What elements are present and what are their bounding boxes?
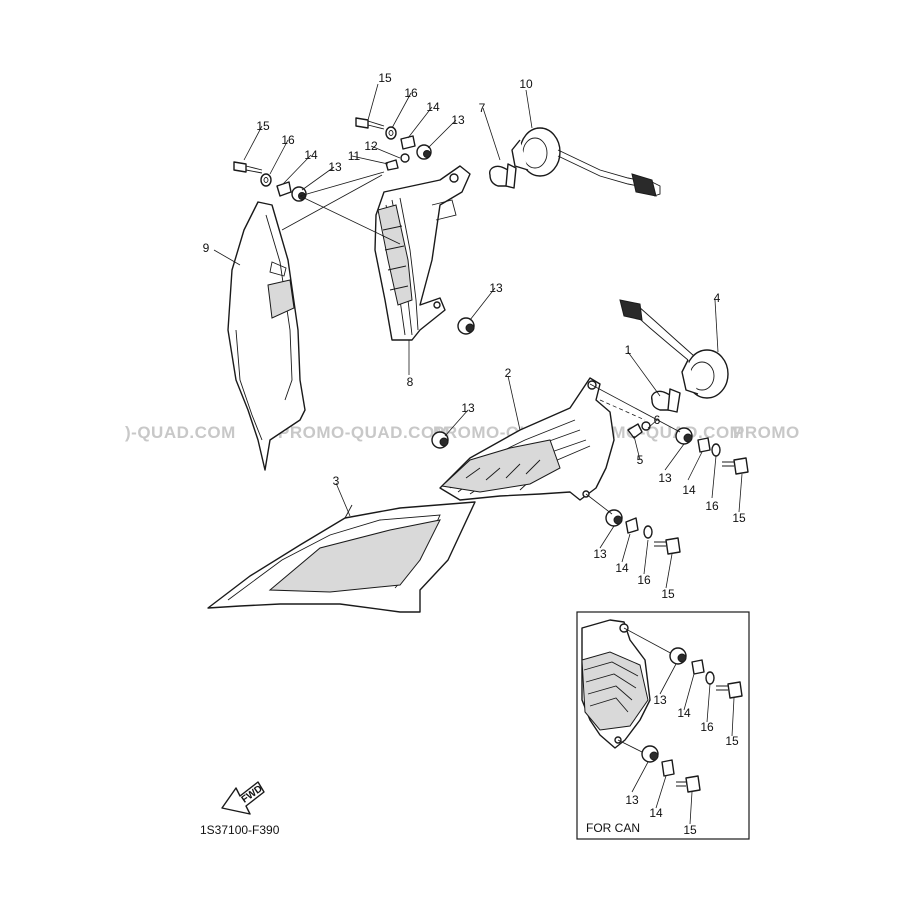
callout-9: 9: [203, 241, 210, 255]
callouts: 15 16 14 13 7 10 12 11 15 16 14 13 9 13 …: [203, 71, 746, 601]
callout-2: 2: [505, 366, 512, 380]
callout-13: 13: [593, 547, 607, 561]
callout-5: 5: [637, 453, 644, 467]
callout-13: 13: [328, 160, 342, 174]
leader-lines: [213, 83, 743, 589]
callout-13: 13: [461, 401, 475, 415]
watermark: )-QUAD.COM PROMO-QUAD.COM PROMO-QUAD.COM…: [125, 423, 800, 442]
callout-14: 14: [304, 148, 318, 162]
callout-14: 14: [649, 806, 663, 820]
callout-15: 15: [683, 823, 697, 837]
callout-16: 16: [281, 133, 295, 147]
upper-hardware: [233, 117, 475, 335]
callout-1: 1: [625, 343, 632, 357]
callout-8: 8: [407, 375, 414, 389]
part-code: 1S37100-F390: [200, 823, 280, 837]
callout-15: 15: [661, 587, 675, 601]
callout-13: 13: [489, 281, 503, 295]
callout-16: 16: [705, 499, 719, 513]
callout-12: 12: [364, 139, 378, 153]
part-3-cover: [207, 501, 476, 613]
watermark-text-5: PROMO: [733, 423, 800, 442]
part-9-cover: [227, 201, 306, 471]
part-2-lamp: [439, 377, 646, 501]
middle-hardware: [431, 421, 749, 555]
callout-16: 16: [637, 573, 651, 587]
callout-13: 13: [658, 471, 672, 485]
callout-11: 11: [348, 149, 361, 163]
watermark-text-2: PROMO-QUAD.COM: [278, 423, 449, 442]
inset-caption: FOR CAN: [586, 821, 640, 835]
callout-13: 13: [625, 793, 639, 807]
callout-15: 15: [378, 71, 392, 85]
callout-13: 13: [451, 113, 465, 127]
callout-15: 15: [725, 734, 739, 748]
fwd-arrow-icon: FWD: [221, 781, 265, 815]
callout-15: 15: [256, 119, 270, 133]
callout-10: 10: [519, 77, 533, 91]
part-10-socket: [511, 127, 661, 197]
part-7-bulb: [489, 163, 517, 189]
callout-13: 13: [653, 693, 667, 707]
callout-3: 3: [333, 474, 340, 488]
watermark-text-4: PROMO-QUAD.COM: [573, 423, 744, 442]
callout-4: 4: [714, 291, 721, 305]
callout-14: 14: [426, 100, 440, 114]
callout-6: 6: [654, 413, 661, 427]
callout-16: 16: [700, 720, 714, 734]
part-4-socket: [619, 299, 729, 399]
callout-15: 15: [732, 511, 746, 525]
callout-14: 14: [677, 706, 691, 720]
callout-16: 16: [404, 86, 418, 100]
part-1-bulb: [651, 388, 681, 413]
inset-box: 13 14 16 15 13 14 15 FOR CAN: [576, 611, 750, 840]
part-8-lamp: [374, 165, 471, 341]
callout-14: 14: [615, 561, 629, 575]
callout-7: 7: [479, 101, 486, 115]
watermark-text-1: )-QUAD.COM: [125, 423, 236, 442]
callout-14: 14: [682, 483, 696, 497]
